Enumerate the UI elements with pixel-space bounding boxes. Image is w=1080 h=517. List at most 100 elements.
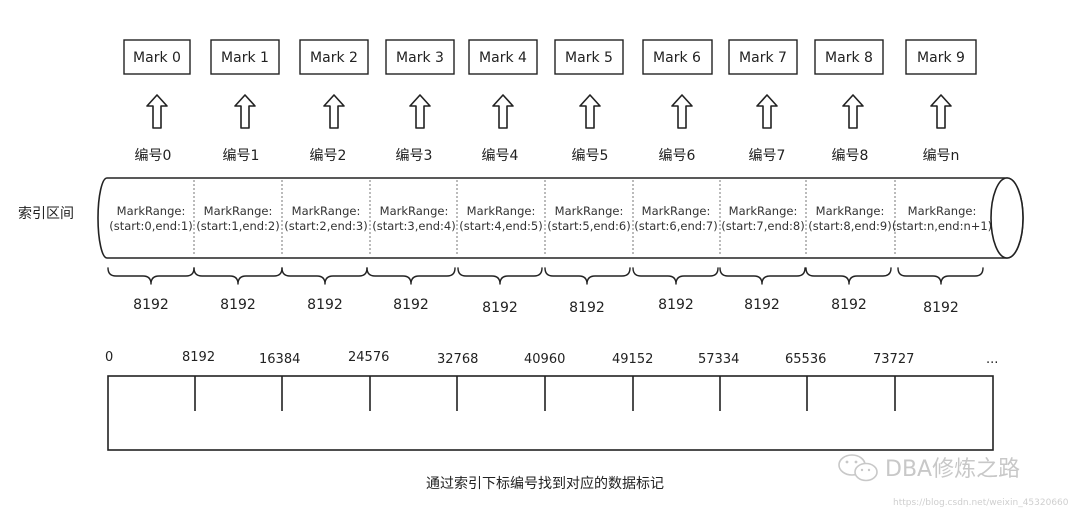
- watermark-brand: DBA修炼之路: [885, 457, 1020, 482]
- data-bar-rect: [107, 375, 994, 451]
- mark-box-7: Mark 7: [728, 39, 798, 75]
- index-label: 编号0: [135, 148, 172, 164]
- mark-label: Mark 9: [917, 50, 965, 66]
- range-title: MarkRange:: [555, 204, 624, 218]
- mark-boxes: Mark 0 Mark 1 Mark 2 Mark 3 Mark 4 Mark …: [123, 39, 977, 75]
- up-arrow-icon: [323, 94, 345, 129]
- index-label: 编号7: [749, 148, 786, 164]
- range-title: MarkRange:: [292, 204, 361, 218]
- granule-size: 8192: [133, 297, 169, 313]
- index-label: 编号6: [659, 148, 696, 164]
- mark-range-8: MarkRange:(start:8,end:9): [808, 204, 891, 233]
- mark-range-7: MarkRange:(start:7,end:8): [721, 204, 804, 233]
- range-value: (start:0,end:1): [109, 219, 192, 233]
- mark-label: Mark 6: [653, 50, 701, 66]
- offset-label: 24576: [348, 350, 389, 365]
- mark-box-5: Mark 5: [554, 39, 624, 75]
- granule-size: 8192: [307, 297, 343, 313]
- index-label: 编号3: [396, 148, 433, 164]
- range-value: (start:2,end:3): [284, 219, 367, 233]
- range-value: (start:8,end:9): [808, 219, 891, 233]
- mark-box-4: Mark 4: [468, 39, 538, 75]
- range-title: MarkRange:: [380, 204, 449, 218]
- mark-label: Mark 0: [133, 50, 181, 66]
- up-arrows: [146, 94, 952, 129]
- mark-range-9: MarkRange:(start:n,end:n+1): [892, 204, 992, 233]
- offset-label: 57334: [698, 352, 739, 367]
- granule-size: 8192: [393, 297, 429, 313]
- granule-brace: [107, 267, 195, 285]
- index-label: 编号2: [310, 148, 347, 164]
- offset-label: 73727: [873, 352, 914, 367]
- mark-label: Mark 3: [396, 50, 444, 66]
- offset-label: 16384: [259, 352, 300, 367]
- mark-label: Mark 4: [479, 50, 527, 66]
- mark-label: Mark 7: [739, 50, 787, 66]
- index-label: 编号1: [223, 148, 260, 164]
- index-label: 编号8: [832, 148, 869, 164]
- watermark: DBA修炼之路 https://blog.csdn.net/weixin_453…: [838, 454, 1069, 508]
- range-value: (start:n,end:n+1): [892, 219, 992, 233]
- range-title: MarkRange:: [204, 204, 273, 218]
- range-value: (start:1,end:2): [196, 219, 279, 233]
- granule-size: 8192: [482, 300, 518, 316]
- up-arrow-icon: [492, 94, 514, 129]
- up-arrow-icon: [930, 94, 952, 129]
- index-label: 编号5: [572, 148, 609, 164]
- mark-label: Mark 8: [825, 50, 873, 66]
- up-arrow-icon: [409, 94, 431, 129]
- granule-brace: [366, 267, 456, 285]
- offset-label: 40960: [524, 352, 565, 367]
- offset-label: 49152: [612, 352, 653, 367]
- mark-ranges: MarkRange:(start:0,end:1) MarkRange:(sta…: [109, 204, 992, 233]
- granule-size: 8192: [744, 297, 780, 313]
- row-offsets: 0 8192 16384 24576 32768 40960 49152 573…: [105, 350, 998, 367]
- mark-box-2: Mark 2: [299, 39, 369, 75]
- granule-brace: [632, 267, 719, 285]
- mark-range-4: MarkRange:(start:4,end:5): [459, 204, 542, 233]
- mark-box-9: Mark 9: [905, 39, 977, 75]
- offset-label: 65536: [785, 352, 826, 367]
- wechat-icon: [838, 454, 878, 482]
- offset-ellipsis: ...: [986, 352, 998, 367]
- granule-brace: [805, 267, 892, 285]
- granule-size: 8192: [569, 300, 605, 316]
- watermark-url: https://blog.csdn.net/weixin_45320660: [893, 498, 1069, 508]
- mark-label: Mark 1: [221, 50, 269, 66]
- granule-brace: [544, 267, 631, 285]
- data-bar: [107, 375, 994, 451]
- range-value: (start:7,end:8): [721, 219, 804, 233]
- granule-size: 8192: [923, 300, 959, 316]
- mark-range-3: MarkRange:(start:3,end:4): [372, 204, 455, 233]
- mark-range-6: MarkRange:(start:6,end:7): [634, 204, 717, 233]
- up-arrow-icon: [579, 94, 601, 129]
- range-value: (start:4,end:5): [459, 219, 542, 233]
- index-labels: 编号0 编号1 编号2 编号3 编号4 编号5 编号6 编号7 编号8 编号n: [135, 148, 960, 164]
- range-title: MarkRange:: [117, 204, 186, 218]
- granule-brace: [193, 267, 283, 285]
- granule-size: 8192: [831, 297, 867, 313]
- mark-box-0: Mark 0: [123, 39, 191, 75]
- mark-range-0: MarkRange:(start:0,end:1): [109, 204, 192, 233]
- mark-box-8: Mark 8: [814, 39, 884, 75]
- offset-label: 8192: [182, 350, 215, 365]
- cylinder-end-cap: [990, 177, 1024, 259]
- mark-label: Mark 2: [310, 50, 358, 66]
- granule-brace: [281, 267, 368, 285]
- index-label: 编号n: [923, 148, 960, 164]
- mark-range-2: MarkRange:(start:2,end:3): [284, 204, 367, 233]
- granule-brace: [457, 267, 543, 285]
- range-title: MarkRange:: [908, 204, 977, 218]
- granule-sizes: 8192 8192 8192 8192 8192 8192 8192 8192 …: [133, 297, 959, 316]
- up-arrow-icon: [234, 94, 256, 129]
- up-arrow-icon: [146, 94, 168, 129]
- up-arrow-icon: [842, 94, 864, 129]
- offset-label: 32768: [437, 352, 478, 367]
- range-title: MarkRange:: [467, 204, 536, 218]
- cylinder-body: [97, 177, 1024, 259]
- granule-brace: [719, 267, 806, 285]
- mark-range-1: MarkRange:(start:1,end:2): [196, 204, 279, 233]
- row-label: 索引区间: [18, 205, 74, 222]
